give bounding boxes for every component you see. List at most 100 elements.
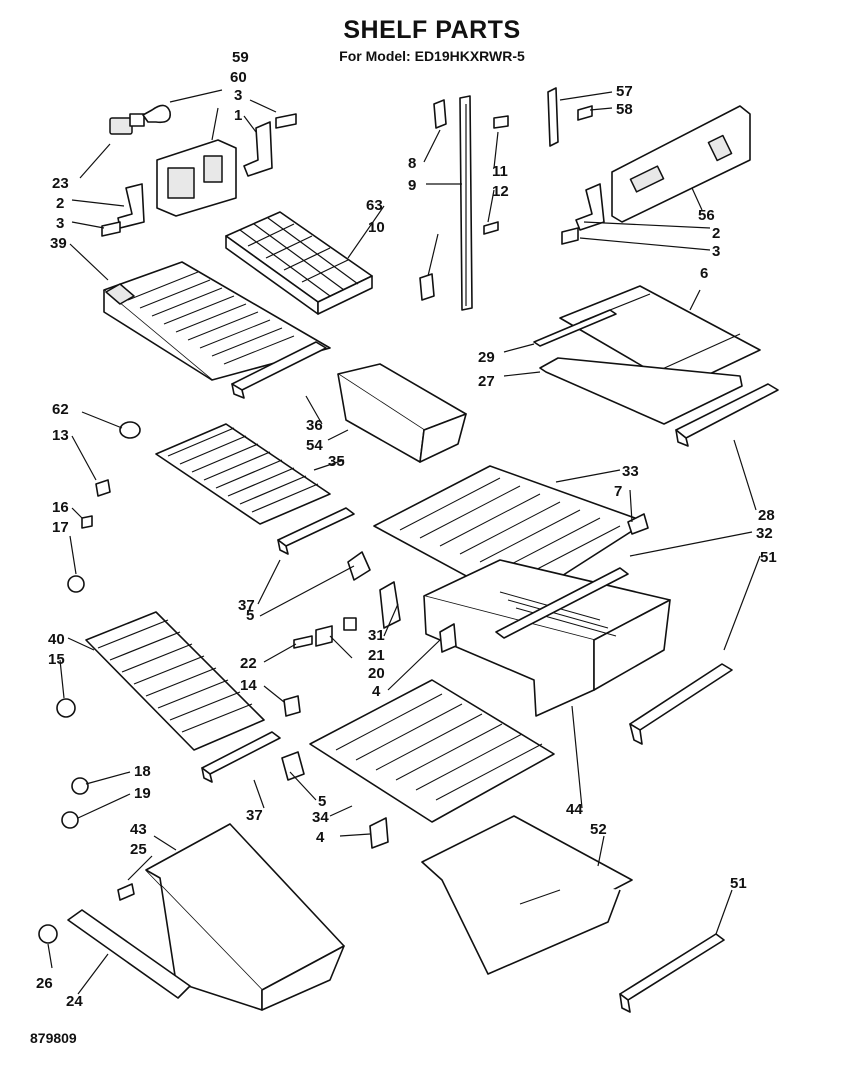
callout-number: 22 xyxy=(240,655,257,672)
bracket-right-upper xyxy=(547,87,559,147)
callout-number: 21 xyxy=(368,647,385,664)
callout-number: 14 xyxy=(240,677,257,694)
callout-number: 7 xyxy=(614,483,622,500)
callout-number: 13 xyxy=(52,427,69,444)
callout-number: 36 xyxy=(306,417,323,434)
callout-number: 57 xyxy=(616,83,633,100)
rail-clip xyxy=(419,273,435,301)
control-knob xyxy=(119,421,141,439)
drawer-slide-left xyxy=(439,623,457,653)
cam-lower xyxy=(61,811,79,829)
callout-number: 26 xyxy=(36,975,53,992)
stop-clip xyxy=(81,515,93,529)
callout-number: 5 xyxy=(246,607,254,624)
callout-leaders xyxy=(47,89,761,995)
callout-number: 9 xyxy=(408,177,416,194)
callout-number: 29 xyxy=(478,349,495,366)
control-cover xyxy=(611,105,751,223)
callout-number: 5 xyxy=(318,793,326,810)
callout-number: 32 xyxy=(756,525,773,542)
screw-right-upper xyxy=(577,105,593,121)
callout-number: 17 xyxy=(52,519,69,536)
callout-number: 11 xyxy=(492,163,508,180)
freezer-wire-basket xyxy=(85,611,265,751)
callout-number: 16 xyxy=(52,499,69,516)
callout-number: 3 xyxy=(712,243,720,260)
callout-number: 43 xyxy=(130,821,147,838)
crisper-drawer xyxy=(423,559,671,717)
crisper-cover-frame xyxy=(379,581,401,629)
callout-number: 34 xyxy=(312,809,329,826)
wire-shelf-trim xyxy=(277,507,355,555)
light-bulb xyxy=(142,104,172,124)
cam-upper xyxy=(71,777,89,795)
pan-cover-shelf xyxy=(309,679,555,823)
control-housing xyxy=(156,139,237,217)
crisper-cover-bracket-right xyxy=(627,513,649,535)
callout-number: 59 xyxy=(232,49,249,66)
shelf-bracket-upper xyxy=(243,121,273,177)
basket-trim xyxy=(201,731,281,783)
rail-screw-lower xyxy=(483,221,499,235)
callout-number: 18 xyxy=(134,763,151,780)
wire-shelf xyxy=(155,423,331,525)
callout-number: 2 xyxy=(712,225,720,242)
shelf-support-rail xyxy=(459,95,473,311)
callout-number: 51 xyxy=(730,875,747,892)
callout-number: 31 xyxy=(368,627,385,644)
callout-number: 23 xyxy=(52,175,69,192)
callout-number: 20 xyxy=(368,665,385,682)
vegetable-pan xyxy=(421,815,633,975)
pan-screw xyxy=(117,883,135,901)
crisper-support-rail xyxy=(495,567,629,639)
shelf-bracket-right xyxy=(575,183,605,231)
basket-support xyxy=(283,695,301,717)
callout-number: 51 xyxy=(760,549,777,566)
callout-number: 2 xyxy=(56,195,64,212)
callout-number: 4 xyxy=(372,683,381,700)
callout-number: 44 xyxy=(566,801,583,818)
hardware-roller xyxy=(315,625,333,647)
pan-cover-bracket xyxy=(281,751,305,781)
freezer-shelf-upper xyxy=(103,261,331,381)
callout-numbers: 59 60 3 1 23 2 3 39 63 10 8 9 11 12 57 5… xyxy=(36,49,777,1010)
screw-right xyxy=(561,227,579,245)
hardware-nut xyxy=(343,617,357,631)
callout-number: 6 xyxy=(700,265,708,282)
callout-number: 52 xyxy=(590,821,607,838)
callout-number: 35 xyxy=(328,453,345,470)
light-socket xyxy=(109,113,145,135)
drawer-trim-lower xyxy=(619,933,725,1013)
screw-upper xyxy=(275,113,297,129)
callout-number: 24 xyxy=(66,993,83,1010)
callout-number: 56 xyxy=(698,207,715,224)
slide-cam xyxy=(38,924,58,944)
dairy-bin xyxy=(337,363,467,463)
shelf-trim-right xyxy=(675,383,779,447)
callout-number: 40 xyxy=(48,631,65,648)
hardware-pin xyxy=(293,635,313,649)
callout-number: 3 xyxy=(56,215,64,232)
rail-bracket xyxy=(433,99,447,129)
callout-number: 3 xyxy=(234,87,242,104)
shelf-trim-upper xyxy=(231,341,327,399)
callout-number: 15 xyxy=(48,651,65,668)
callout-number: 33 xyxy=(622,463,639,480)
ice-cube-tray xyxy=(225,211,373,315)
callout-number: 10 xyxy=(368,219,385,236)
callout-number: 8 xyxy=(408,155,416,172)
callout-number: 54 xyxy=(306,437,323,454)
cam-wheel xyxy=(67,575,85,593)
callout-number: 63 xyxy=(366,197,383,214)
drawer-slide-rail xyxy=(67,909,191,999)
callout-number: 27 xyxy=(478,373,495,390)
callout-number: 60 xyxy=(230,69,247,86)
glass-shelf-frame xyxy=(533,309,743,425)
callout-number: 28 xyxy=(758,507,775,524)
callout-number: 37 xyxy=(238,597,255,614)
screw-left xyxy=(101,221,121,237)
callout-number: 1 xyxy=(234,107,242,124)
callout-number: 58 xyxy=(616,101,633,118)
callout-number: 19 xyxy=(134,785,151,802)
